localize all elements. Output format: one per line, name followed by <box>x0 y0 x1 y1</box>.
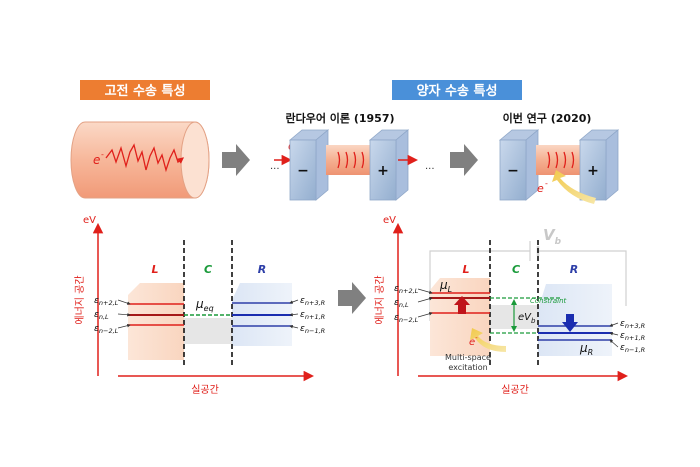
left-C-block <box>184 318 232 344</box>
right-energy-diagram: eV 에너지 공간 실공간 Vb L C R eVb <box>374 215 645 396</box>
right-label-L-top: εn+2,L <box>394 284 419 295</box>
gray-arrow-3 <box>338 282 366 314</box>
right-x-label: 실공간 <box>501 384 529 396</box>
this-work-label: 이번 연구 (2020) <box>503 111 592 125</box>
ellipsis-left: ··· <box>270 164 280 175</box>
left-region-C: C <box>204 263 212 276</box>
classical-electron-label: e <box>93 153 100 167</box>
right-region-L: L <box>462 263 469 276</box>
right-R-block <box>538 284 612 356</box>
svg-text:-: - <box>101 150 104 159</box>
constraint-label: Constraint <box>530 297 567 305</box>
left-L-block <box>128 283 184 360</box>
left-region-L: L <box>151 263 158 276</box>
left-label-L-mid: εn,L <box>94 310 109 321</box>
right-label-R-top: εn+3,R <box>620 319 645 330</box>
multi-space-line2: excitation <box>448 363 487 372</box>
left-y-unit: eV <box>83 215 96 226</box>
up-arrow <box>454 296 470 314</box>
left-label-L-bot: εn−2,L <box>94 324 119 335</box>
right-label-L-bot: εn−2,L <box>394 313 419 324</box>
left-mu-eq: μeq <box>195 297 214 313</box>
svg-text:-: - <box>545 179 548 188</box>
mu-L-label: μL <box>439 278 452 294</box>
random-walk-path <box>105 143 185 173</box>
ellipsis-right: ··· <box>425 164 435 175</box>
left-region-R: R <box>258 263 266 276</box>
left-label-L-top: εn+2,L <box>94 296 119 307</box>
right-label-R-mid: εn+1,R <box>620 331 645 342</box>
svg-text:+: + <box>587 163 599 179</box>
thiswork-electron-label: e <box>537 182 544 195</box>
left-energy-diagram: eV 에너지 공간 실공간 L C R μeq εn+2,L εn,L εn−2… <box>74 215 325 396</box>
left-y-label: 에너지 공간 <box>74 275 86 324</box>
thiswork-right-electrode: + <box>578 129 620 201</box>
down-arrow <box>562 314 578 332</box>
gray-arrow-2 <box>450 144 478 176</box>
gray-arrow-1 <box>222 144 250 176</box>
thiswork-wire <box>536 145 582 175</box>
right-electron-label: e- <box>469 334 478 348</box>
landauer-right-electrode: + <box>368 129 410 201</box>
vb-label: Vb <box>543 226 562 247</box>
multi-space-arrow <box>470 328 506 352</box>
ev-label: eVb <box>518 312 536 325</box>
svg-text:−: − <box>507 163 519 179</box>
right-y-unit: eV <box>383 215 396 226</box>
right-region-R: R <box>570 263 578 276</box>
classical-banner-label: 고전 수송 특성 <box>105 83 186 99</box>
left-label-R-top: εn+3,R <box>300 296 325 307</box>
classical-banner: 고전 수송 특성 <box>80 80 210 100</box>
thiswork-excitation-arrow <box>552 170 596 204</box>
left-label-R-mid: εn+1,R <box>300 310 325 321</box>
mu-R-label: μR <box>579 341 593 357</box>
classical-conductor-cylinder <box>70 121 210 199</box>
right-region-C: C <box>512 263 520 276</box>
quantum-banner: 양자 수송 특성 <box>392 80 522 100</box>
right-label-R-bot: εn−1,R <box>620 343 645 354</box>
landauer-wire <box>326 145 372 175</box>
right-label-L-mid: εn,L <box>394 298 409 309</box>
svg-text:−: − <box>297 163 309 179</box>
landauer-label: 란다우어 이론 (1957) <box>285 111 394 125</box>
thiswork-left-electrode: − <box>498 129 540 201</box>
left-x-label: 실공간 <box>191 384 219 396</box>
landauer-left-electrode: − <box>288 129 330 201</box>
quantum-banner-label: 양자 수송 특성 <box>417 84 498 99</box>
svg-text:+: + <box>377 163 389 179</box>
multi-space-line1: Multi-space <box>445 353 491 362</box>
right-y-label: 에너지 공간 <box>374 275 386 324</box>
left-label-R-bot: εn−1,R <box>300 324 325 335</box>
